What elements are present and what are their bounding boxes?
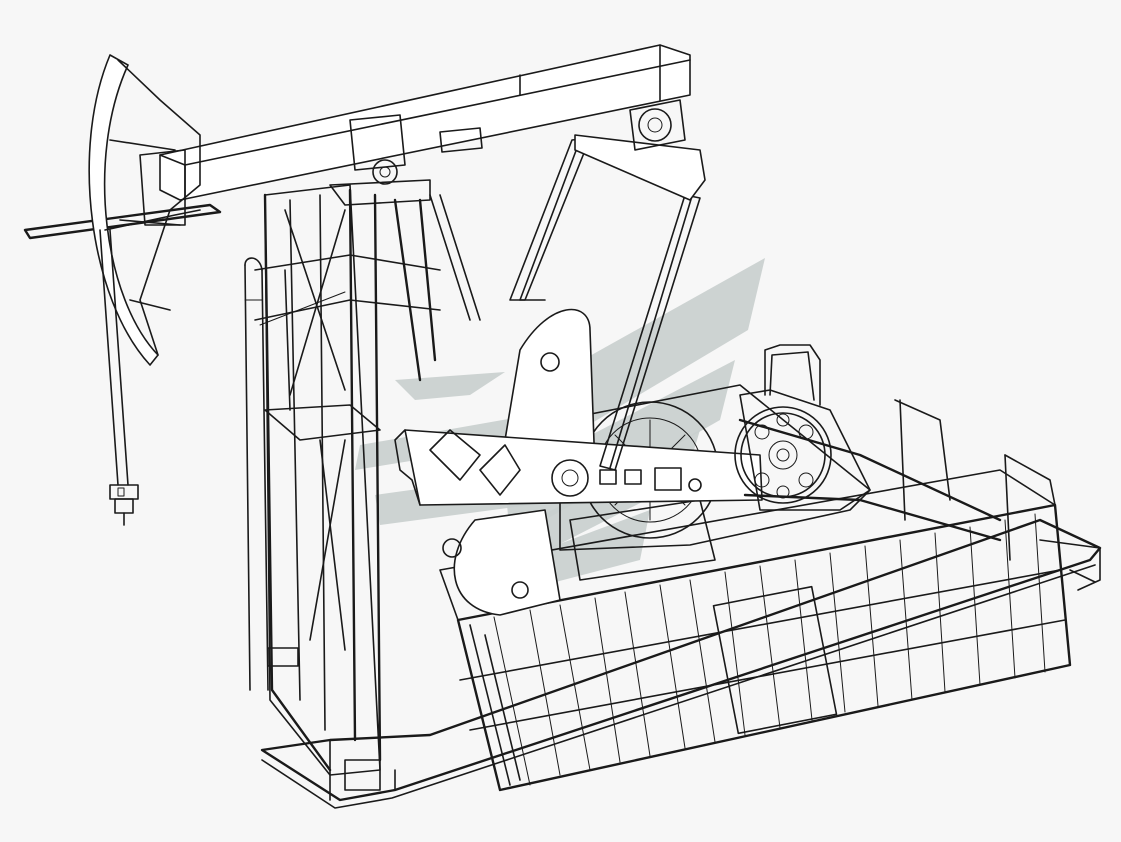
base-frame (260, 518, 1102, 809)
walking-beam (23, 44, 691, 240)
safety-fence (439, 399, 1072, 792)
ladder (244, 257, 299, 691)
pitman-arms (429, 134, 706, 471)
crank-counterweights (394, 308, 763, 616)
platform-railing (254, 254, 441, 411)
samson-post (263, 179, 437, 776)
polished-rod-bridle (99, 229, 139, 526)
motor-pulley (734, 344, 1002, 542)
horsehead (88, 54, 201, 366)
